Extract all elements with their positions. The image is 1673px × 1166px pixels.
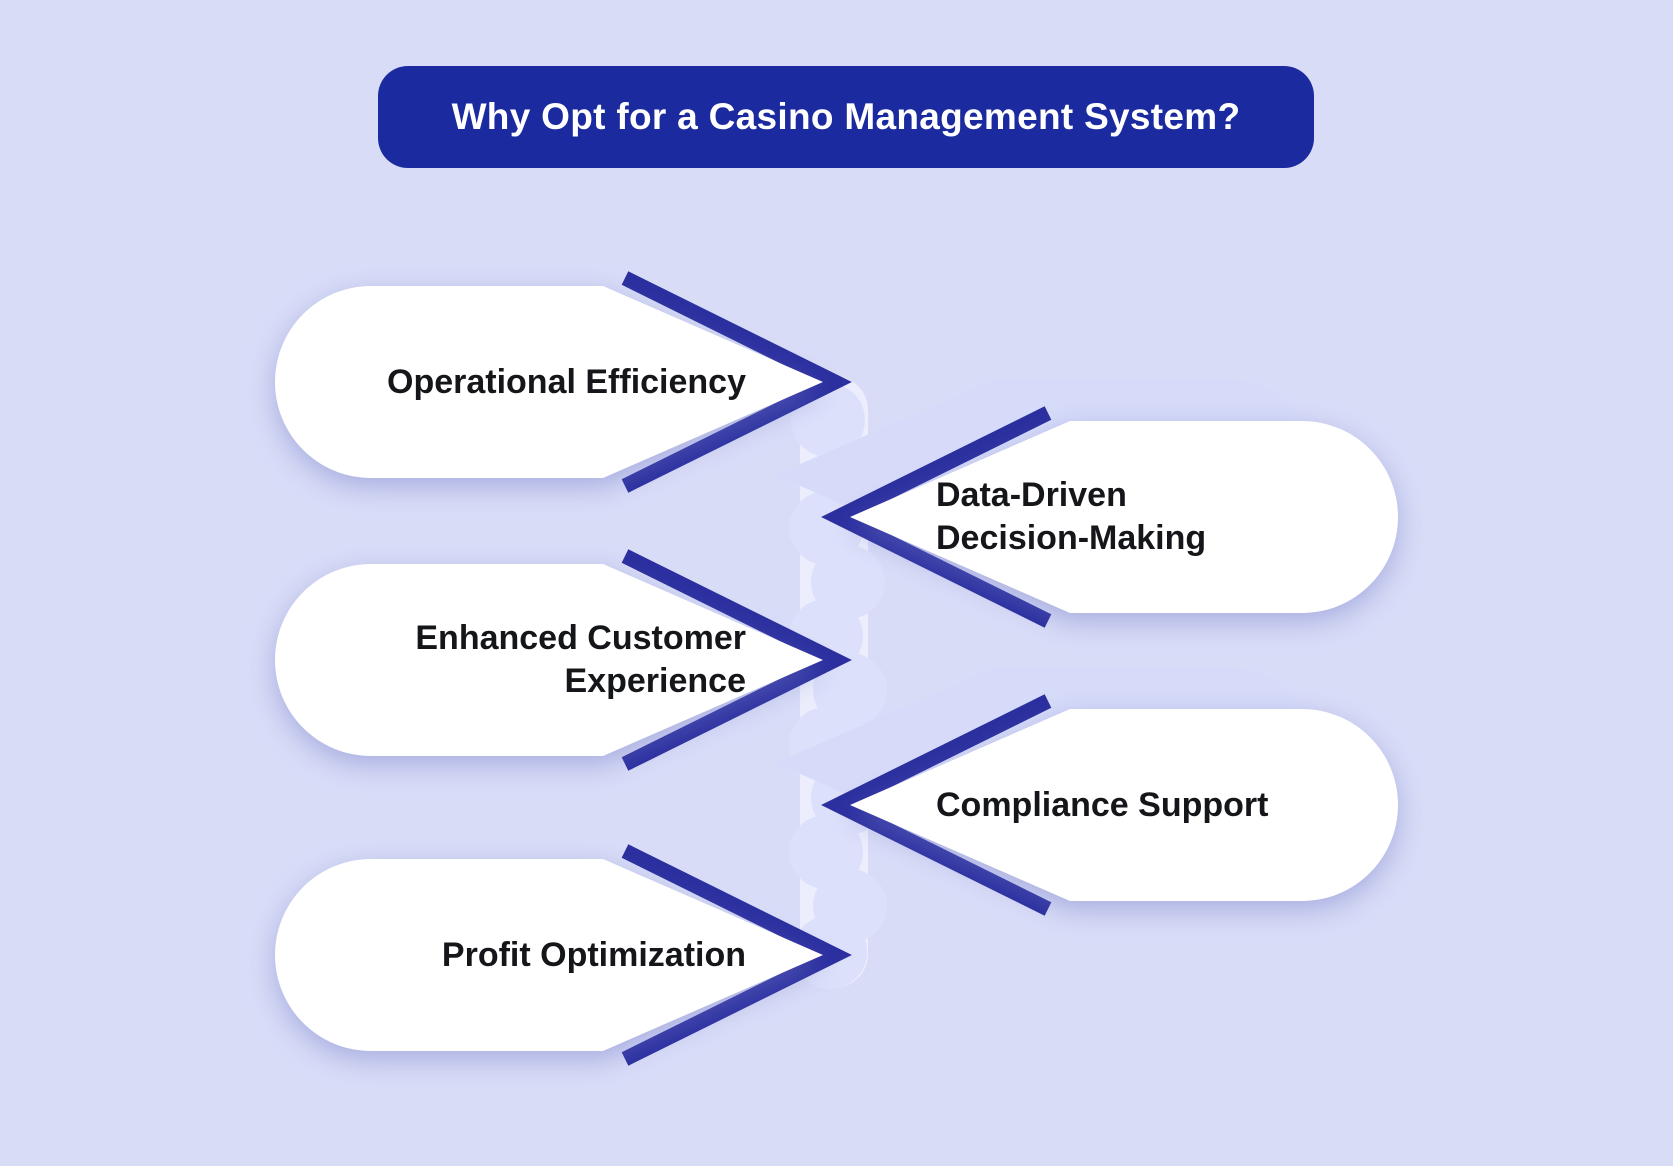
callout-profit-optimization: Profit Optimization	[253, 840, 873, 1070]
arrow-body	[275, 564, 823, 756]
callout-arrow-graphic	[821, 694, 1398, 916]
arrow-body	[275, 286, 823, 478]
arrow-body	[850, 421, 1398, 613]
chevron-accent	[621, 271, 852, 493]
arrow-body	[275, 859, 823, 1051]
title-text: Why Opt for a Casino Management System?	[451, 96, 1241, 137]
arrow-body	[850, 709, 1398, 901]
callout-arrow-graphic	[275, 271, 852, 493]
callout-label: Profit Optimization	[441, 935, 746, 974]
callout-enhanced-customer-experience: Enhanced Customer Experience	[253, 545, 873, 775]
callout-data-driven-decision-making: Data-Driven Decision-Making	[800, 402, 1420, 632]
callout-label: Data-Driven Decision-Making	[936, 476, 1207, 557]
callout-compliance-support: Compliance Support	[800, 690, 1420, 920]
chevron-accent	[821, 406, 1052, 628]
callout-arrow-graphic	[821, 406, 1398, 628]
callout-operational-efficiency: Operational Efficiency	[253, 267, 873, 497]
title-banner: Why Opt for a Casino Management System?	[378, 66, 1314, 168]
chevron-accent	[621, 549, 852, 771]
callout-label: Operational Efficiency	[387, 362, 746, 401]
callout-arrow-graphic	[275, 844, 852, 1066]
chevron-accent	[621, 844, 852, 1066]
callout-label: Enhanced Customer Experience	[415, 619, 746, 700]
callout-label: Compliance Support	[936, 785, 1269, 824]
callout-arrow-graphic	[275, 549, 852, 771]
chevron-accent	[821, 694, 1052, 916]
